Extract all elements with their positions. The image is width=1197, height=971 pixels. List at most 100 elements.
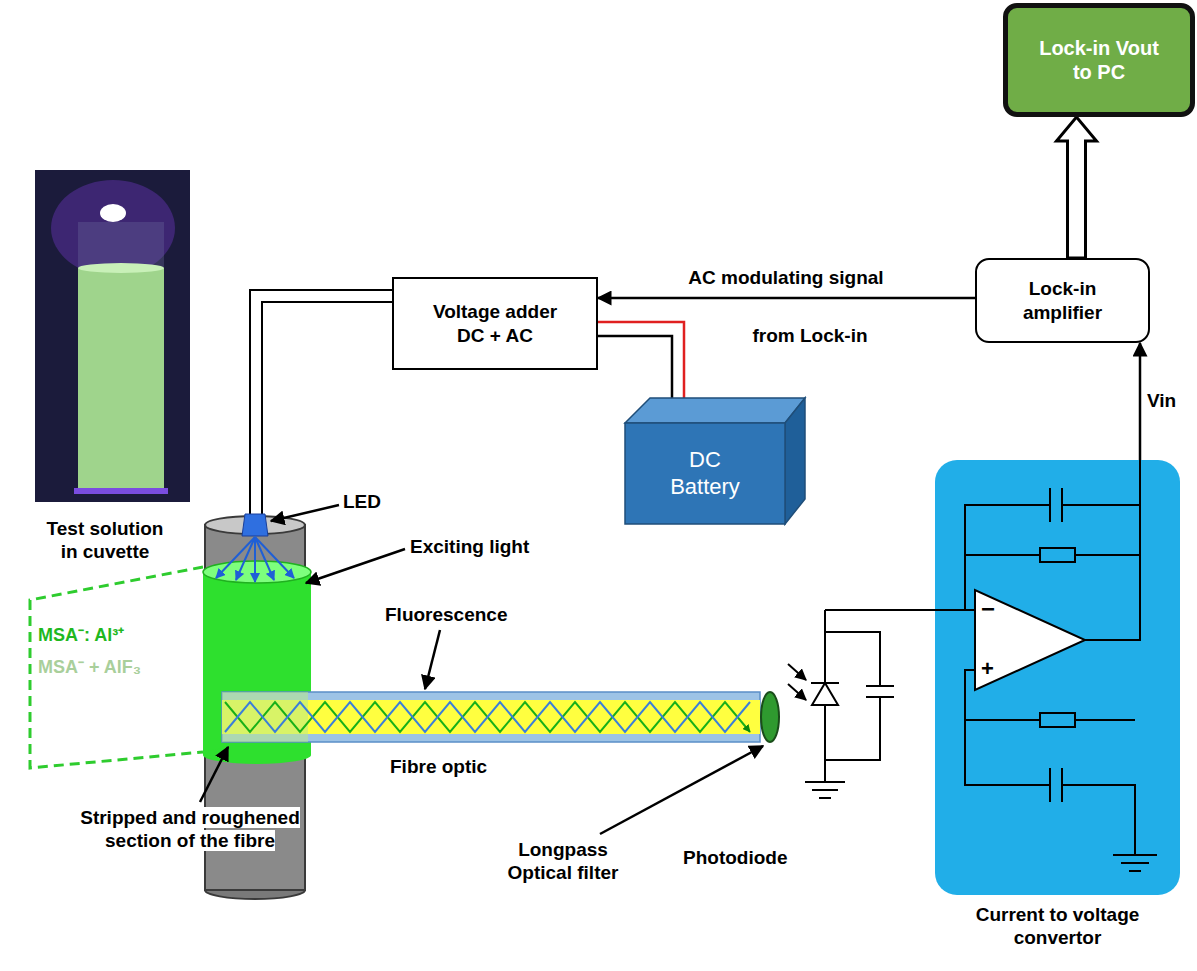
opamp-circuit — [935, 460, 1180, 895]
wire — [825, 632, 880, 686]
light-ray — [236, 537, 255, 580]
photo-meniscus — [78, 263, 164, 273]
node-text: Lock-in Vout to PC — [1037, 36, 1162, 85]
label-holder: from Lock-in — [700, 324, 920, 347]
output-box: Lock-in Vout to PC — [1003, 3, 1195, 117]
wire — [824, 610, 826, 683]
battery-wire — [598, 322, 684, 408]
battery-front — [625, 423, 785, 524]
leader-lines — [200, 505, 763, 834]
species-label: MSA⁻ + AlF₃ — [38, 657, 141, 677]
part-name: Exciting light — [410, 536, 529, 557]
light-ray — [255, 537, 274, 580]
label-holder: MSA⁻ + AlF₃ — [38, 657, 198, 679]
capacitor-symbol — [1050, 768, 1062, 802]
guided-rays — [225, 702, 750, 732]
battery-wire — [598, 336, 672, 408]
part-name: Photodiode — [683, 847, 787, 868]
test-solution — [203, 572, 311, 755]
callout-bracket — [30, 567, 203, 768]
wire — [824, 705, 826, 782]
light-ray — [216, 537, 255, 578]
resistor-symbol — [1040, 713, 1075, 727]
photo-background — [35, 170, 190, 502]
connector — [1140, 343, 1141, 460]
photo-base-glow — [74, 488, 168, 494]
label-holder: MSA⁻: Al³⁺ — [38, 625, 198, 647]
signal-name: from Lock-in — [752, 325, 867, 346]
led-symbol — [242, 514, 268, 536]
fibre-cladding — [222, 692, 760, 742]
label-holder: + — [981, 656, 1003, 683]
signal-name: AC modulating signal — [688, 267, 883, 288]
wire — [825, 697, 880, 760]
opamp-symbol — [975, 590, 1085, 690]
part-name: Test solution in cuvette — [47, 518, 164, 562]
light-ray — [254, 537, 256, 582]
part-name: LED — [343, 491, 381, 512]
signal-arrow — [1139, 343, 1142, 460]
light-arrow — [788, 684, 806, 700]
ground-symbol — [1113, 855, 1157, 871]
label-holder: Photodiode — [683, 846, 813, 869]
resistor-symbol — [1040, 548, 1075, 562]
photo-glass — [78, 222, 164, 494]
wire — [965, 554, 1140, 556]
battery-box: DC Battery — [620, 393, 810, 529]
wire — [1085, 460, 1140, 640]
exciting-rays — [216, 537, 294, 582]
part-name: Fibre optic — [390, 756, 487, 777]
node-text: Lock-in amplifier — [1008, 277, 1118, 323]
photo-liquid — [78, 268, 164, 490]
label-holder: LED — [343, 490, 413, 513]
node-text: Current to voltage convertor — [935, 903, 1180, 949]
photo-led-spot — [100, 204, 126, 222]
leader-line — [306, 549, 405, 583]
battery-top — [625, 398, 805, 423]
leader-line — [200, 747, 228, 802]
connector — [1057, 117, 1097, 258]
node-text: Voltage adder DC + AC — [420, 300, 570, 346]
wire — [825, 609, 935, 611]
label-holder: Fluorescence — [385, 603, 555, 626]
leader-line — [425, 630, 440, 689]
label-holder: Longpass Optical filter — [493, 838, 633, 884]
label-holder: Vin — [1147, 389, 1192, 412]
leader-line — [271, 505, 339, 521]
battery-side — [785, 398, 805, 524]
fibre-stripped-section — [222, 692, 308, 742]
fluorescence-rays — [225, 702, 750, 732]
label-holder: Test solution in cuvette — [40, 517, 170, 563]
signal-arrow — [598, 297, 975, 300]
converter-panel: Current to voltage convertor — [935, 460, 1180, 895]
adder-box: Voltage adder DC + AC — [392, 277, 598, 370]
leader-line — [600, 746, 763, 834]
photodiode-circuit — [788, 610, 935, 798]
ground-symbol — [805, 782, 845, 798]
wire — [935, 609, 975, 611]
part-name: Longpass Optical filter — [508, 839, 619, 883]
signal-name: Vin — [1147, 390, 1176, 411]
photodiode-symbol — [811, 682, 839, 684]
pin-sign: + — [981, 656, 994, 681]
capacitor-symbol — [1050, 488, 1062, 522]
wire — [965, 505, 1140, 610]
lockin-box: Lock-in amplifier — [975, 258, 1150, 343]
test-solution-bottom — [203, 746, 311, 764]
wire — [965, 670, 1135, 855]
label-holder: Exciting light — [410, 535, 590, 558]
connector — [598, 298, 975, 299]
wire — [965, 719, 1135, 721]
species-label: MSA⁻: Al³⁺ — [38, 625, 124, 645]
led-wire — [250, 290, 392, 514]
label-holder: − — [981, 594, 1003, 623]
pin-sign: − — [981, 595, 995, 622]
block-arrow — [1057, 117, 1097, 258]
capacitor-symbol — [866, 686, 894, 697]
part-name: Fluorescence — [385, 604, 508, 625]
light-arrow — [788, 664, 806, 680]
circuit-wires — [935, 460, 1157, 871]
label-holder: Fibre optic — [390, 755, 540, 778]
part-name: Stripped and roughened section of the fi… — [80, 807, 300, 851]
